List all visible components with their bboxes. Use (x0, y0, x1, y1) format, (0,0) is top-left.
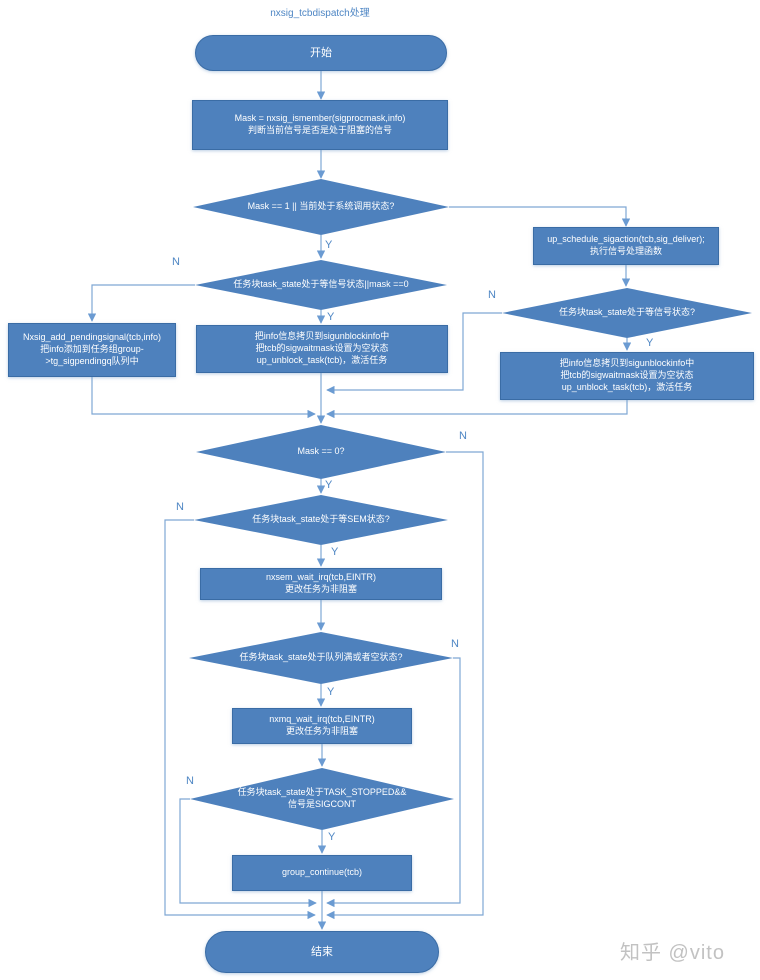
decision-waitsignal-or-mask0: 任务块task_state处于等信号状态||mask ==0 (195, 260, 447, 310)
process-up-schedule-sigaction-line1: up_schedule_sigaction(tcb,sig_deliver); (547, 234, 705, 245)
process-add-pending-signal-line3: >tg_sigpendingq队列中 (45, 355, 139, 366)
decision-task-wait-signal: 任务块task_state处于等信号状态? (502, 288, 752, 338)
decision-mask-zero-label: Mask == 0? (297, 446, 345, 457)
edge-label-d6-yes: Y (327, 686, 335, 698)
edge-label-d6-no: N (451, 638, 459, 650)
process-nxsem-wait-irq-line1: nxsem_wait_irq(tcb,EINTR) (265, 572, 377, 583)
decision-task-wait-signal-text: 任务块task_state处于等信号状态? (502, 288, 752, 338)
process-group-continue: group_continue(tcb) (232, 855, 412, 891)
process-nxsem-wait-irq: nxsem_wait_irq(tcb,EINTR) 更改任务为非阻塞 (200, 568, 442, 600)
decision-task-stopped-sigcont-line2: 信号是SIGCONT (287, 799, 356, 809)
decision-queue-full-or-empty: 任务块task_state处于队列满或者空状态? (189, 632, 453, 684)
decision-mask1-or-syscall-text: Mask == 1 || 当前处于系统调用状态? (193, 179, 449, 235)
decision-waitsignal-or-mask0-label: 任务块task_state处于等信号状态||mask ==0 (233, 279, 409, 290)
decision-task-stopped-sigcont: 任务块task_state处于TASK_STOPPED&& 信号是SIGCONT (190, 768, 454, 830)
edge-label-d2-yes: Y (327, 311, 335, 323)
edge-label-d4-yes: Y (325, 479, 333, 491)
start-label: 开始 (310, 46, 332, 59)
process-mask-check: Mask = nxsig_ismember(sigprocmask,info) … (192, 100, 448, 150)
process-mask-check-line2: 判断当前信号是否是处于阻塞的信号 (247, 125, 392, 135)
process-unblock-task-right-line1: 把info信息拷贝到sigunblockinfo中 (559, 358, 695, 369)
decision-task-stopped-sigcont-line1: 任务块task_state处于TASK_STOPPED&& (237, 787, 407, 798)
zhihu-watermark: 知乎 @vito (620, 942, 725, 964)
decision-mask-zero-text: Mask == 0? (196, 425, 446, 479)
process-nxmq-wait-irq-line1: nxmq_wait_irq(tcb,EINTR) (269, 714, 375, 725)
process-unblock-task-center-line3: up_unblock_task(tcb)，激活任务 (256, 354, 388, 365)
diagram-title: nxsig_tcbdispatch处理 (270, 8, 370, 19)
process-unblock-task-center-line1: 把info信息拷贝到sigunblockinfo中 (254, 331, 390, 342)
process-add-pending-signal: Nxsig_add_pendingsignal(tcb,info) 把info添… (8, 323, 176, 377)
end-terminator: 结束 (205, 931, 439, 973)
process-up-schedule-sigaction: up_schedule_sigaction(tcb,sig_deliver); … (533, 227, 719, 265)
decision-task-wait-signal-label: 任务块task_state处于等信号状态? (558, 307, 696, 318)
edge-label-d7-yes: Y (328, 831, 336, 843)
decision-queue-full-or-empty-text: 任务块task_state处于队列满或者空状态? (189, 632, 453, 684)
process-unblock-task-center-line2: 把tcb的sigwaitmask设置为空状态 (255, 343, 389, 354)
decision-wait-sem-label: 任务块task_state处于等SEM状态? (252, 514, 390, 525)
edge-label-d5-no: N (176, 501, 184, 513)
edge-label-d7-no: N (186, 775, 194, 787)
process-unblock-task-right: 把info信息拷贝到sigunblockinfo中 把tcb的sigwaitma… (500, 352, 754, 400)
process-nxmq-wait-irq-line2: 更改任务为非阻塞 (285, 726, 358, 736)
connector-d2-no (87, 284, 195, 322)
edge-label-d4-no: N (459, 430, 467, 442)
process-nxsem-wait-irq-line2: 更改任务为非阻塞 (284, 584, 357, 594)
decision-wait-sem-text: 任务块task_state处于等SEM状态? (194, 495, 448, 545)
connector-addpending-merge (91, 377, 316, 419)
edge-label-d1-yes: Y (325, 239, 333, 251)
decision-mask1-or-syscall-label: Mask == 1 || 当前处于系统调用状态? (247, 201, 395, 212)
process-group-continue-label: group_continue(tcb) (281, 867, 363, 878)
decision-mask-zero: Mask == 0? (196, 425, 446, 479)
process-unblock-task-right-line2: 把tcb的sigwaitmask设置为空状态 (560, 370, 694, 381)
process-add-pending-signal-line1: Nxsig_add_pendingsignal(tcb,info) (22, 332, 162, 343)
edge-label-d3-yes: Y (646, 337, 654, 349)
process-add-pending-signal-line2: 把info添加到任务组group- (40, 344, 144, 355)
process-unblock-task-right-line3: up_unblock_task(tcb)，激活任务 (561, 381, 693, 392)
edge-label-d3-no: N (488, 289, 496, 301)
decision-queue-full-or-empty-label: 任务块task_state处于队列满或者空状态? (239, 652, 403, 663)
end-label: 结束 (311, 945, 333, 958)
decision-mask1-or-syscall: Mask == 1 || 当前处于系统调用状态? (193, 179, 449, 235)
process-mask-check-line1: Mask = nxsig_ismember(sigprocmask,info) (234, 113, 406, 124)
process-up-schedule-sigaction-line2: 执行信号处理函数 (589, 246, 662, 256)
edge-label-d2-no: N (172, 256, 180, 268)
edge-label-d5-yes: Y (331, 546, 339, 558)
process-nxmq-wait-irq: nxmq_wait_irq(tcb,EINTR) 更改任务为非阻塞 (232, 708, 412, 744)
connector-unblockright-merge (326, 400, 628, 419)
decision-task-stopped-sigcont-text: 任务块task_state处于TASK_STOPPED&& 信号是SIGCONT (190, 768, 454, 830)
process-unblock-task-center: 把info信息拷贝到sigunblockinfo中 把tcb的sigwaitma… (196, 325, 448, 373)
start-terminator: 开始 (195, 35, 447, 71)
connector-d1-to-sigaction (449, 206, 631, 227)
decision-waitsignal-or-mask0-text: 任务块task_state处于等信号状态||mask ==0 (195, 260, 447, 310)
decision-wait-sem: 任务块task_state处于等SEM状态? (194, 495, 448, 545)
